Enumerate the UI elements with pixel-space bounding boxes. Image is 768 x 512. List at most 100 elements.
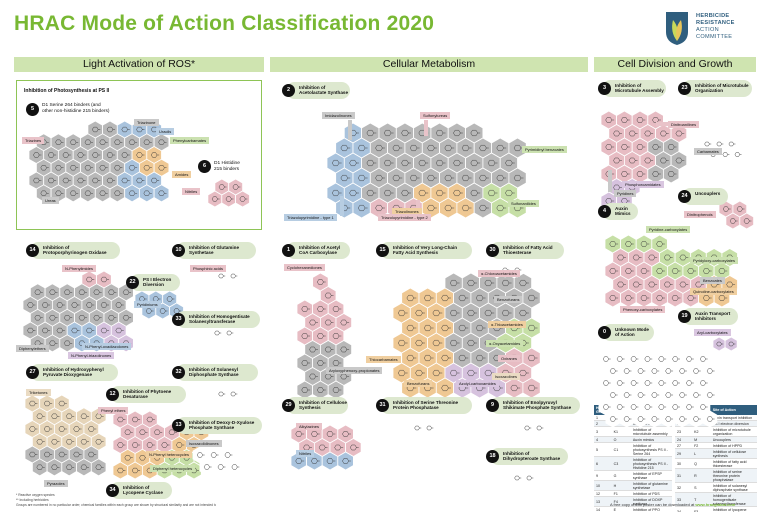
molecule-sketch-icon <box>406 324 417 332</box>
g27-l2: Pyruvate Dioxygenase <box>43 372 93 378</box>
moa-table-right: HRAC Group Legacy HRAC Site of Action 19… <box>675 405 757 512</box>
structure-hexagon <box>604 288 622 308</box>
molecule-sketch-icon <box>444 174 455 182</box>
g13-l1: Inhibition of Deoxy-D-Xyulose <box>189 420 255 425</box>
g29-l1: Inhibition of Cellulose <box>299 400 347 405</box>
molecule-sketch-icon <box>432 369 443 377</box>
molecule-sketch-icon <box>115 302 124 308</box>
molecule-sketch-icon <box>93 315 102 321</box>
label-phenoxycarboxylates: Phenoxy-carboxylates <box>620 306 666 313</box>
molecule-sketch-icon <box>734 152 742 157</box>
g23-l1: Inhibition of Microtubule <box>695 83 749 88</box>
molecule-sketch-icon <box>458 294 469 302</box>
g19-l1: Auxin Transport <box>695 311 731 316</box>
label-alkylazines-bzf: Benzofurans <box>404 380 433 387</box>
molecule-sketch-icon <box>95 464 104 470</box>
label-phosphoroamidates: Phosphoroamidates <box>622 181 664 188</box>
molecule-sketch-icon <box>435 129 446 137</box>
poster-title: HRAC Mode of Action Classification 2020 <box>14 12 435 35</box>
molecule-sketch-icon <box>496 204 507 212</box>
molecule-sketch-icon <box>636 117 646 123</box>
glutamine-cluster <box>214 268 240 284</box>
structure-hexagon <box>221 190 236 208</box>
table-cell-legacy: F4 <box>611 496 631 507</box>
label-imidazolinones: Imidazolinones <box>322 112 355 119</box>
molecule-sketch-icon <box>444 204 455 212</box>
molecule-sketch-icon <box>366 189 377 197</box>
table-cell-group: 2 <box>594 420 612 427</box>
molecule-sketch-icon <box>106 152 116 158</box>
molecule-sketch-icon <box>78 289 87 295</box>
molecule-sketch-icon <box>435 189 446 197</box>
molecule-sketch-icon <box>159 308 168 314</box>
molecule-sketch-icon <box>143 190 152 196</box>
table-cell-group: 4 <box>594 436 612 443</box>
group-badge-23: 23 <box>678 82 691 95</box>
structure-hexagon <box>661 410 676 428</box>
label-azolylcarboxamides: Azolyl-carboxamides <box>456 380 499 387</box>
molecule-sketch-icon <box>479 144 489 152</box>
molecule-sketch-icon <box>704 141 712 147</box>
molecule-sketch-icon <box>146 416 155 423</box>
molecule-sketch-icon <box>349 189 359 197</box>
label-sulfonylureas: Sulfonylureas <box>420 112 451 119</box>
molecule-sketch-icon <box>632 254 642 261</box>
auxin-cluster <box>604 234 738 308</box>
molecule-sketch-icon <box>27 302 36 308</box>
table-cell-legacy: C3 <box>611 456 631 471</box>
molecule-sketch-icon <box>332 306 342 312</box>
g22-l1: PS I Electron <box>143 277 172 282</box>
structure-hexagon <box>327 380 345 400</box>
molecule-sketch-icon <box>648 254 658 261</box>
molecule-sketch-icon <box>117 467 126 474</box>
molecule-sketch-icon <box>458 324 469 332</box>
structure-hexagon <box>76 458 92 477</box>
table-cell-legacy: H <box>611 480 631 491</box>
group-badge-12: 12 <box>106 388 119 401</box>
molecule-sketch-icon <box>617 254 626 261</box>
g34-l2: Lycopene Cyclase <box>123 490 163 496</box>
structure-hexagon <box>207 190 223 208</box>
structure-hexagon <box>532 420 546 436</box>
label-triazinone: Triazinone <box>134 119 159 126</box>
table-cell-site: Inhibition of PPO <box>630 506 672 512</box>
molecule-sketch-icon <box>231 464 240 470</box>
molecule-sketch-icon <box>602 380 611 386</box>
download-note: A free copy of this poster can be downlo… <box>610 502 735 507</box>
molecule-sketch-icon <box>406 294 417 302</box>
molecule-sketch-icon <box>467 279 477 287</box>
molecule-sketch-icon <box>332 360 342 366</box>
molecule-sketch-icon <box>366 159 377 167</box>
molecule-sketch-icon <box>409 174 420 182</box>
epsp-cluster <box>520 420 546 436</box>
molecule-sketch-icon <box>324 292 334 299</box>
molecule-sketch-icon <box>652 117 661 123</box>
molecule-sketch-icon <box>108 315 117 321</box>
download-url[interactable]: www.hracglobal.com <box>695 502 736 507</box>
table-cell-group: 1 <box>594 415 612 421</box>
molecule-sketch-icon <box>383 159 394 167</box>
molecule-sketch-icon <box>659 130 669 137</box>
g3-l2: Microtubule Assembly <box>615 88 664 94</box>
structure-hexagon <box>94 184 111 203</box>
molecule-sketch-icon <box>92 126 101 133</box>
table-cell-legacy: E <box>611 506 631 512</box>
molecule-sketch-icon <box>80 439 89 445</box>
molecule-sketch-icon <box>636 171 646 177</box>
g9-l2: Shikimate Phosphate Synthase <box>503 405 572 411</box>
molecule-sketch-icon <box>176 442 185 448</box>
label-pyridinecarboxylates: Pyridine-carboxylates <box>646 226 691 233</box>
molecule-sketch-icon <box>441 294 451 302</box>
molecule-sketch-icon <box>414 425 422 431</box>
molecule-sketch-icon <box>423 324 434 332</box>
table-cell-site: Inhibition of fatty acid thioesterase <box>710 458 757 469</box>
molecule-sketch-icon <box>423 354 434 362</box>
molecule-sketch-icon <box>342 458 351 464</box>
structure-hexagon <box>674 410 690 428</box>
molecule-sketch-icon <box>686 404 694 410</box>
